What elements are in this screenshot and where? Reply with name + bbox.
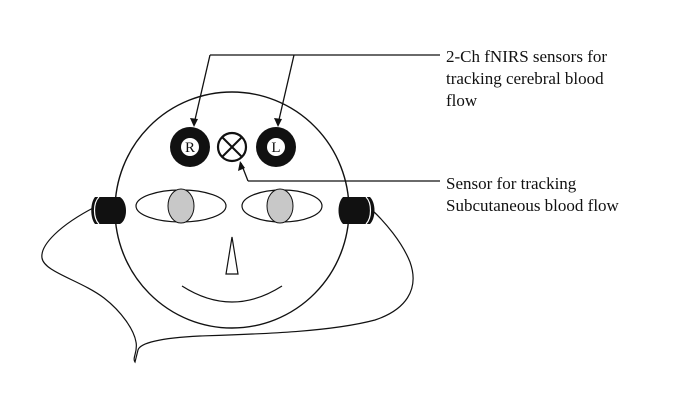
arrow-head-subcutaneous xyxy=(238,161,245,171)
sensor-cable xyxy=(41,206,414,364)
eye-right-side xyxy=(135,188,227,224)
earpiece-left-side xyxy=(338,196,375,225)
arrow-head-l xyxy=(274,118,282,127)
eye-left-side xyxy=(241,188,323,224)
fnirs-sensor-r: R xyxy=(170,127,210,167)
mouth xyxy=(181,285,283,303)
nose xyxy=(225,236,239,275)
earpiece-right-side xyxy=(91,196,126,225)
subcutaneous-sensor-icon xyxy=(216,131,248,163)
subcutaneous-leader-line xyxy=(238,161,440,182)
fnirs-sensors-label: 2-Ch fNIRS sensors for tracking cerebral… xyxy=(446,47,608,110)
fnirs-sensor-l-label: L xyxy=(271,140,280,156)
arrow-head-r xyxy=(190,118,198,127)
fnirs-sensor-l: L xyxy=(256,127,296,167)
head-outline xyxy=(114,91,350,329)
fnirs-sensor-r-label: R xyxy=(185,140,195,156)
subcutaneous-sensor-label: Sensor for tracking Subcutaneous blood f… xyxy=(446,174,619,215)
fnirs-leader-lines xyxy=(190,54,440,127)
